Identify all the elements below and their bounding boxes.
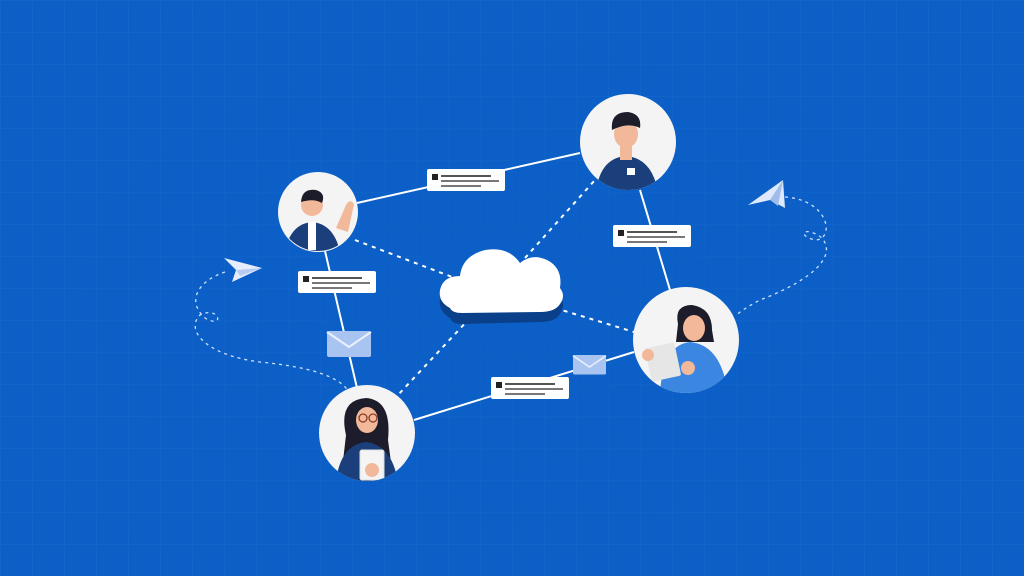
avatar-person-glasses-clipboard[interactable] [319,385,415,482]
message-card-icon [427,169,505,191]
message-card-icon [491,377,569,399]
message-card-icon [298,271,376,293]
person-icon [596,112,658,190]
avatar-person-pocket-shirt[interactable] [580,94,676,192]
person-clipboard-icon [336,398,398,481]
person-tablet-icon [642,305,728,393]
envelope-icon [326,330,372,358]
person-waving-icon [285,189,354,251]
avatar-person-waving[interactable] [278,172,358,252]
avatar-person-tablet[interactable] [633,287,739,395]
paper-plane-icon [748,180,785,208]
cloud-icon [439,249,563,324]
paper-plane-icon [224,258,262,282]
message-card-icon [613,225,691,247]
envelope-icon [572,354,607,376]
